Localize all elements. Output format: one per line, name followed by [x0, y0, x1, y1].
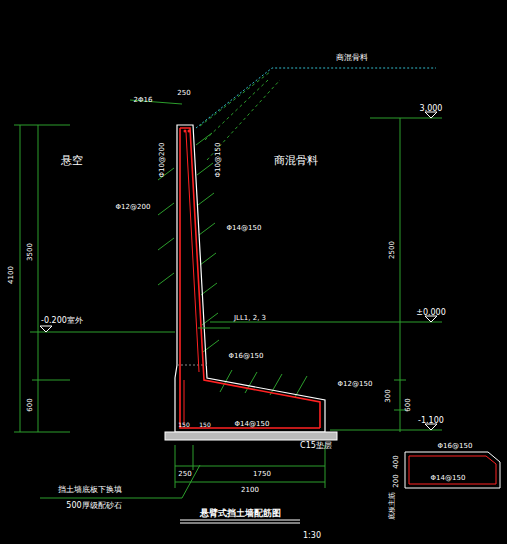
drawing-label: Φ14@150 — [431, 475, 466, 482]
drawing-label: 4100 — [8, 266, 15, 284]
drawing-label: 商混骨料 — [336, 54, 368, 62]
drawing-label: 底板主筋 — [389, 492, 396, 520]
drawing-label: -1.100 — [418, 417, 444, 425]
drawing-label: Φ12@200 — [116, 204, 151, 211]
drawing-label: 200 — [393, 474, 400, 487]
drawing-label: 2Φ16 — [134, 97, 153, 104]
drawing-label: 600 — [405, 398, 412, 411]
drawing-label: 250 — [177, 90, 190, 97]
drawing-label: 1750 — [253, 471, 271, 478]
drawing-label: 挡土墙底板下换填 — [58, 486, 122, 494]
drawing-label: 1:30 — [303, 532, 321, 540]
drawing-label: 250 — [178, 471, 191, 478]
drawing-label: JLL1, 2, 3 — [234, 315, 266, 322]
drawing-label: Φ12@150 — [338, 381, 373, 388]
drawing-label: 2500 — [389, 241, 396, 259]
drawing-label: -0.200室外 — [41, 317, 83, 325]
drawing-label: 3500 — [27, 243, 34, 261]
drawing-label: 500厚级配砂石 — [66, 502, 121, 510]
drawing-label: 150 — [199, 422, 210, 428]
drawing-label: Φ14@150 — [235, 421, 270, 428]
drawing-label: 2100 — [241, 487, 259, 494]
drawing-label: Φ10@150 — [215, 143, 222, 178]
drawing-label: ±0.000 — [416, 309, 446, 317]
drawing-label: 悬空 — [61, 155, 83, 166]
drawing-label: 商混骨料 — [274, 155, 318, 166]
drawing-label: Φ16@150 — [438, 443, 473, 450]
drawing-label: Φ16@150 — [229, 353, 264, 360]
drawing-label: 400 — [393, 455, 400, 468]
drawing-title: 悬臂式挡土墙配筋图 — [200, 509, 281, 518]
drawing-label: Φ10@200 — [159, 143, 166, 178]
drawing-label: 300 — [385, 389, 392, 402]
drawing-label: 150 — [178, 422, 189, 428]
drawing-label: C15垫层 — [300, 442, 332, 450]
drawing-label: 600 — [27, 398, 34, 411]
drawing-label: Φ14@150 — [227, 225, 262, 232]
drawing-label: 3.000 — [420, 105, 443, 113]
